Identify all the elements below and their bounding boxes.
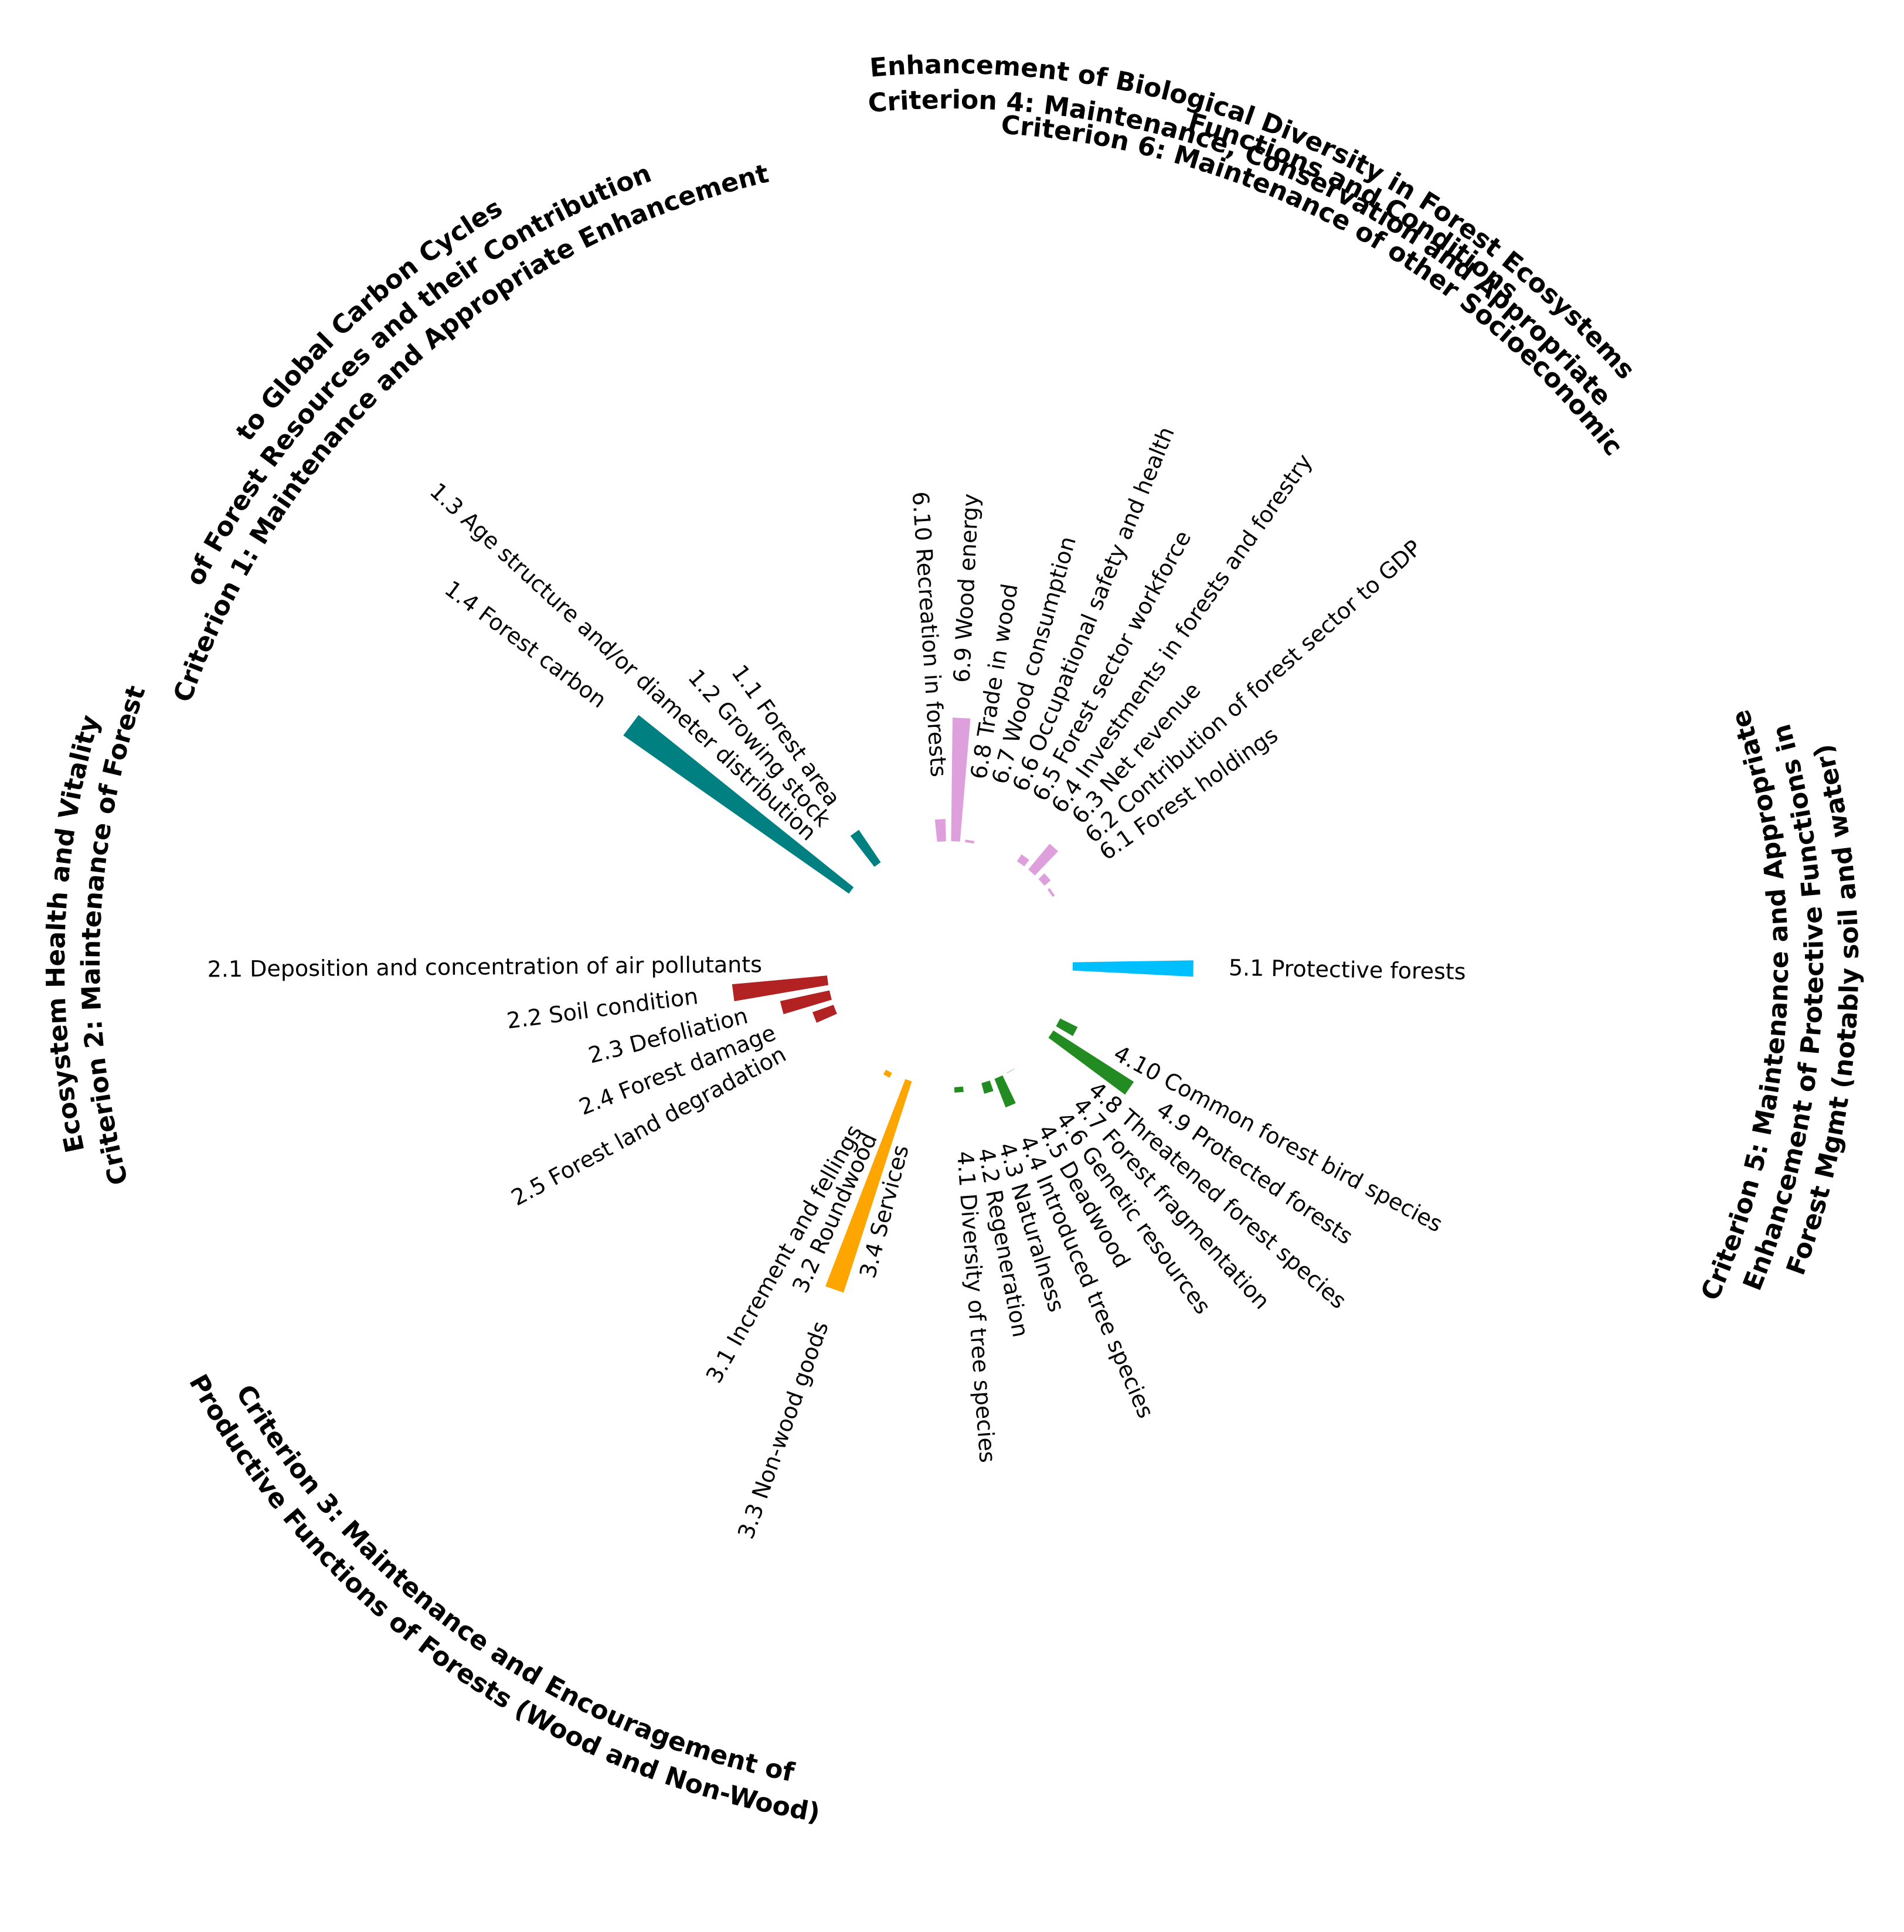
bar-4.4 — [994, 1075, 1016, 1108]
bar-4.1 — [954, 1086, 964, 1093]
bars-layer — [623, 715, 1194, 1293]
indicator-label: 2.5 Forest land degradation — [507, 1041, 790, 1211]
bar-6.8 — [965, 839, 975, 844]
bar-1.4 — [623, 715, 854, 894]
bar-5.1 — [1072, 960, 1194, 977]
bar-6.3 — [1028, 843, 1059, 876]
bar-6.2 — [1038, 873, 1051, 886]
bar-4.3 — [981, 1080, 994, 1094]
bar-4.5 — [1007, 1069, 1015, 1073]
bar-2.2 — [732, 975, 829, 1002]
bar-4.9 — [1048, 1030, 1134, 1095]
bar-3.3 — [825, 1079, 912, 1293]
indicator-label: 6.9 Wood energy — [949, 493, 984, 683]
indicator-label: 1.3 Age structure and/or diameter distri… — [425, 478, 821, 845]
bar-6.9 — [951, 717, 971, 842]
bar-2.4 — [812, 1005, 837, 1023]
indicator-label: 3.3 Non-wood goods — [733, 1318, 834, 1542]
criterion-title: Criterion 3: Maintenance and Encourageme… — [230, 1380, 797, 1788]
bar-4.10 — [1056, 1018, 1078, 1036]
indicator-label: 6.10 Recreation in forests — [907, 491, 952, 778]
indicator-label: 2.1 Deposition and concentration of air … — [207, 951, 762, 982]
criterion-titles-layer: Criterion 1: Maintenance and Appropriate… — [41, 50, 1865, 1828]
bar-6.10 — [934, 819, 946, 842]
bar-6.4 — [1016, 854, 1029, 867]
bar-1.1 — [850, 829, 881, 867]
bar-2.3 — [780, 990, 832, 1015]
indicator-label: 5.1 Protective forests — [1229, 955, 1466, 985]
bar-6.1 — [1047, 887, 1055, 897]
bar-3.1 — [883, 1069, 892, 1078]
